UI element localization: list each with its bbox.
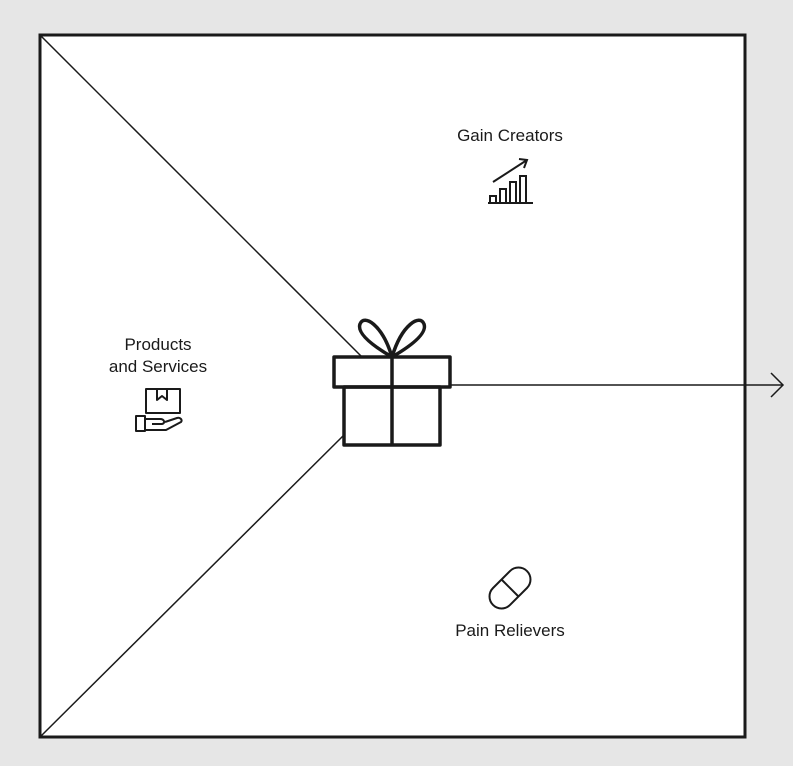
divider-line-top [39, 34, 363, 358]
growth-chart-icon [488, 158, 533, 204]
gift-icon [332, 318, 452, 447]
divider-line-bottom [39, 433, 346, 738]
arrow-right-icon [450, 372, 785, 398]
products-services-line2: and Services [108, 357, 208, 376]
products-services-line1: Products [124, 335, 192, 354]
gain-creators-label: Gain Creators [457, 125, 563, 147]
pain-relievers-label: Pain Relievers [455, 620, 565, 642]
gain-creators-text: Gain Creators [457, 126, 563, 145]
pill-icon [488, 566, 532, 610]
products-services-label: Products and Services [109, 334, 207, 378]
hand-box-icon [135, 388, 183, 432]
pain-relievers-text: Pain Relievers [455, 621, 565, 640]
